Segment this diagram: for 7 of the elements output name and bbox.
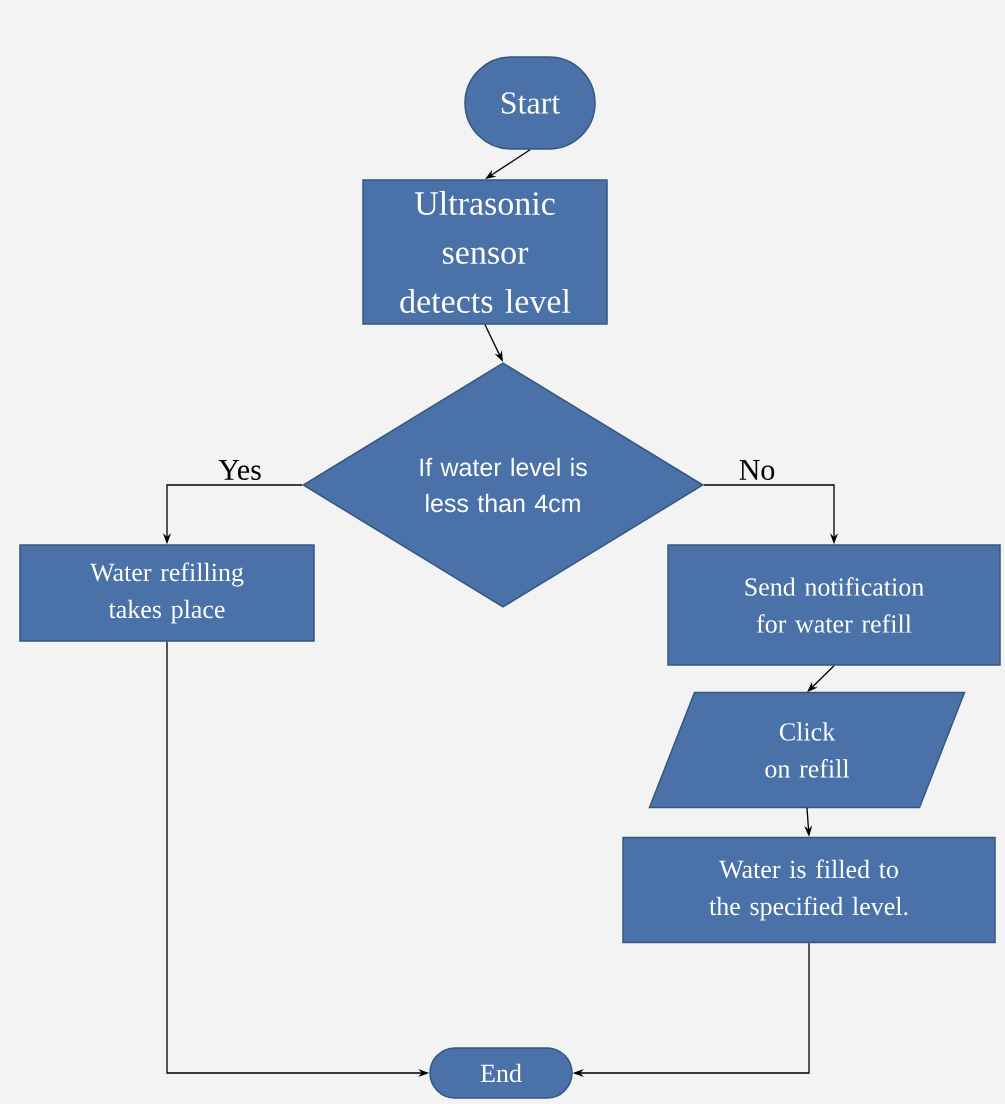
process-box: Water is filled to the specified level.: [622, 836, 996, 944]
process-box: Water refilling takes place: [19, 544, 315, 642]
process-box: Send notification for water refill: [667, 544, 1001, 666]
edge-label: No: [736, 458, 778, 482]
input-parallelogram: Click on refill: [648, 691, 966, 809]
edge-label: Yes: [216, 458, 264, 482]
process-box: Ultrasonic sensor detects level: [362, 179, 608, 325]
